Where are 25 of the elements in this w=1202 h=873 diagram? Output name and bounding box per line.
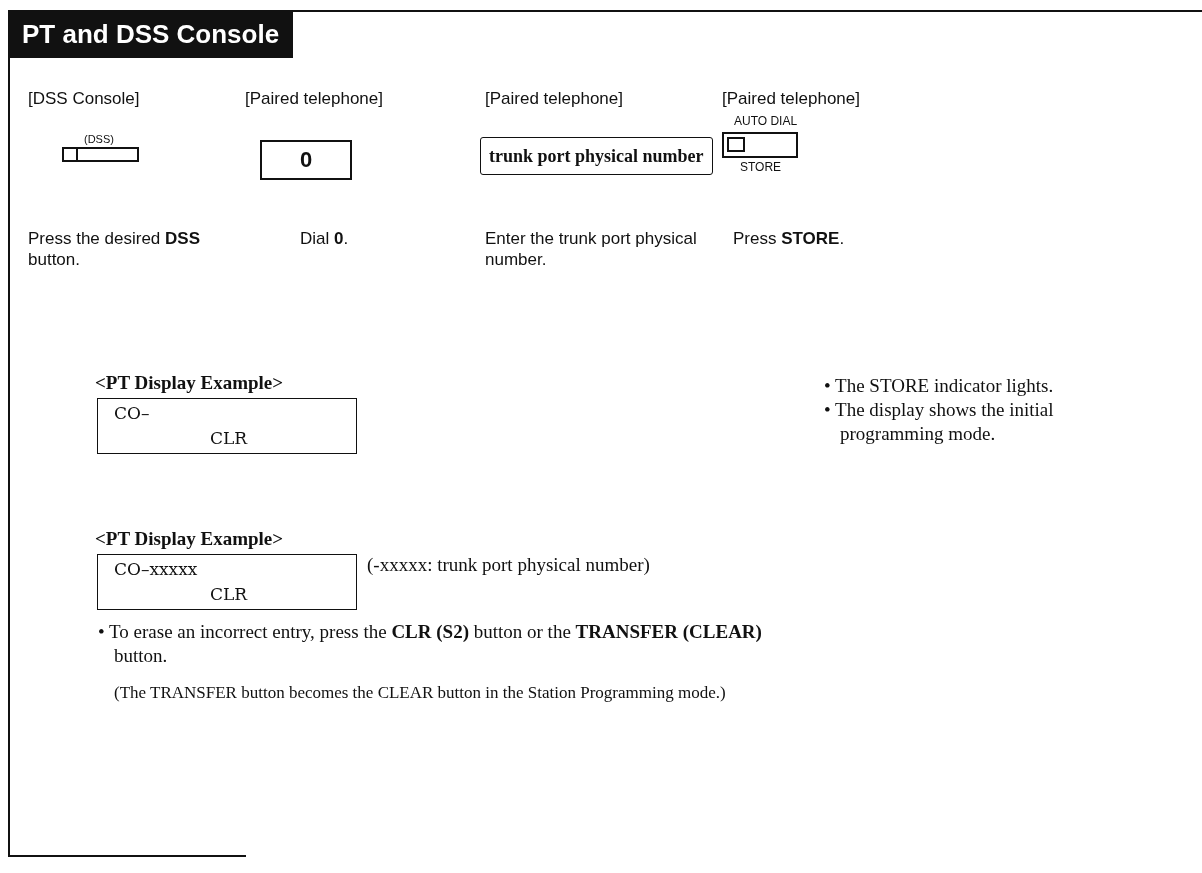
step-instruction: Press STORE.	[733, 228, 846, 250]
device-heading: [Paired telephone]	[245, 88, 384, 110]
step-instruction: Dial 0.	[300, 228, 350, 250]
display-text: CLR	[210, 428, 248, 448]
display-text: CO–	[114, 403, 150, 423]
tip-note: (The TRANSFER button becomes the CLEAR button in the Station Programming mode.)	[114, 682, 727, 704]
display-note: (-xxxxx: trunk port physical number)	[367, 554, 650, 576]
section-title: PT and DSS Console	[8, 10, 294, 58]
step-instruction: Press the desired DSS button.	[28, 228, 201, 271]
device-heading: [Paired telephone]	[722, 88, 861, 110]
dial-key: 0	[260, 140, 352, 180]
tip-note: • To erase an incorrect entry, press the CLR (S2) button or the TRANSFER (CLEAR) button.	[98, 620, 763, 668]
step-instruction: Enter the trunk port physical number.	[485, 228, 698, 271]
entry-field: trunk port physical number	[480, 137, 713, 175]
result-note: • The display shows the initial programming mode.	[824, 398, 1055, 446]
display-text: CO–xxxxx	[114, 559, 198, 579]
device-heading: [Paired telephone]	[485, 88, 624, 110]
key-caption: STORE	[740, 160, 782, 174]
key-caption: AUTO DIAL	[734, 114, 798, 128]
display-heading: <PT Display Example>	[95, 372, 284, 394]
display-text: CLR	[210, 584, 248, 604]
key-caption: (DSS)	[84, 133, 114, 145]
display-heading: <PT Display Example>	[95, 528, 284, 550]
device-heading: [DSS Console]	[28, 88, 141, 110]
result-note: • The STORE indicator lights.	[824, 374, 1055, 398]
